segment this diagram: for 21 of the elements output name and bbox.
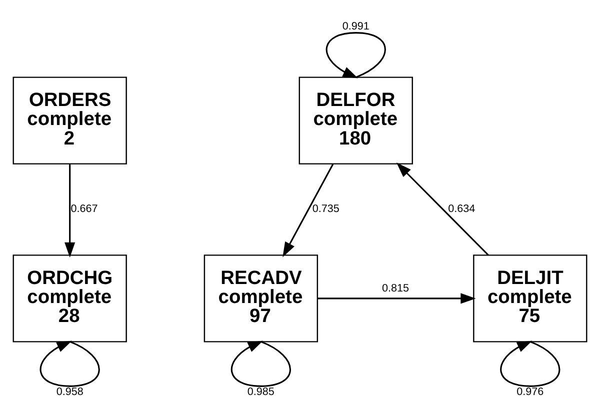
edge-label: 0.815 [382, 282, 410, 294]
edge-label: 0.985 [247, 386, 274, 398]
arrow [282, 164, 334, 258]
arrow [326, 32, 386, 78]
arrow [318, 293, 476, 304]
edge-label: 0.667 [70, 203, 98, 216]
edge-label: 0.958 [56, 386, 84, 398]
node-box: DELJIT complete 75 [473, 254, 588, 342]
node-box: RECADV complete 97 [204, 254, 318, 342]
arrow [396, 162, 489, 256]
node-box: DELFOR complete 180 [298, 76, 413, 164]
arrow [40, 340, 100, 387]
edge-label: 0.634 [448, 203, 476, 216]
node-box: ORDCHG complete 28 [12, 254, 127, 342]
node-box: ORDERS complete 2 [12, 76, 127, 164]
edge-label: 0.976 [516, 386, 544, 398]
arrow [500, 340, 560, 387]
edge-label: 0.991 [342, 20, 370, 32]
edge-label: 0.735 [312, 203, 340, 216]
arrow [230, 340, 291, 387]
arrow [64, 164, 76, 258]
